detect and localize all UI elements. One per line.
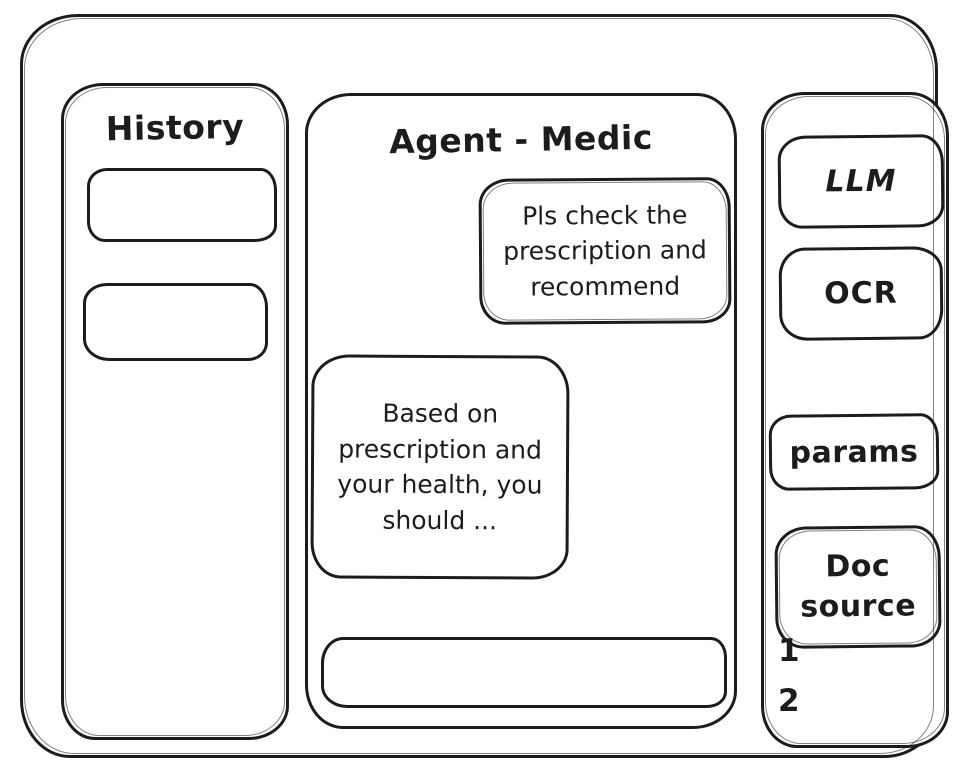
doc-source-item-2[interactable]: 2 xyxy=(778,683,800,719)
ocr-button-label: OCR xyxy=(824,275,898,312)
llm-button[interactable]: LLM xyxy=(777,134,945,229)
history-item[interactable] xyxy=(87,168,277,242)
chat-panel-title: Agent - Medic xyxy=(388,117,654,162)
tools-panel: LLM OCR params Doc source 1 2 xyxy=(761,92,949,748)
doc-source-item-1[interactable]: 1 xyxy=(778,633,800,669)
user-message-text: Pls check the prescription and recommend xyxy=(503,200,707,302)
params-button-label: params xyxy=(789,433,919,471)
agent-message-text: Based on prescription and your health, y… xyxy=(337,398,543,535)
agent-message-bubble: Based on prescription and your health, y… xyxy=(310,354,570,580)
llm-button-label: LLM xyxy=(825,163,897,200)
user-message-bubble: Pls check the prescription and recommend xyxy=(478,177,732,325)
history-panel-title: History xyxy=(105,106,245,149)
doc-source-button[interactable]: Doc source xyxy=(774,525,942,649)
doc-source-label-line2: source xyxy=(800,588,917,625)
chat-panel: Agent - Medic Pls check the prescription… xyxy=(305,93,737,729)
doc-source-label-line1: Doc xyxy=(825,548,891,584)
history-panel: History xyxy=(61,83,289,740)
params-button[interactable]: params xyxy=(768,413,940,491)
message-input[interactable] xyxy=(321,637,727,708)
window-frame: History Agent - Medic Pls check the pres… xyxy=(20,14,949,758)
history-item[interactable] xyxy=(83,283,268,361)
ocr-button[interactable]: OCR xyxy=(778,246,944,341)
